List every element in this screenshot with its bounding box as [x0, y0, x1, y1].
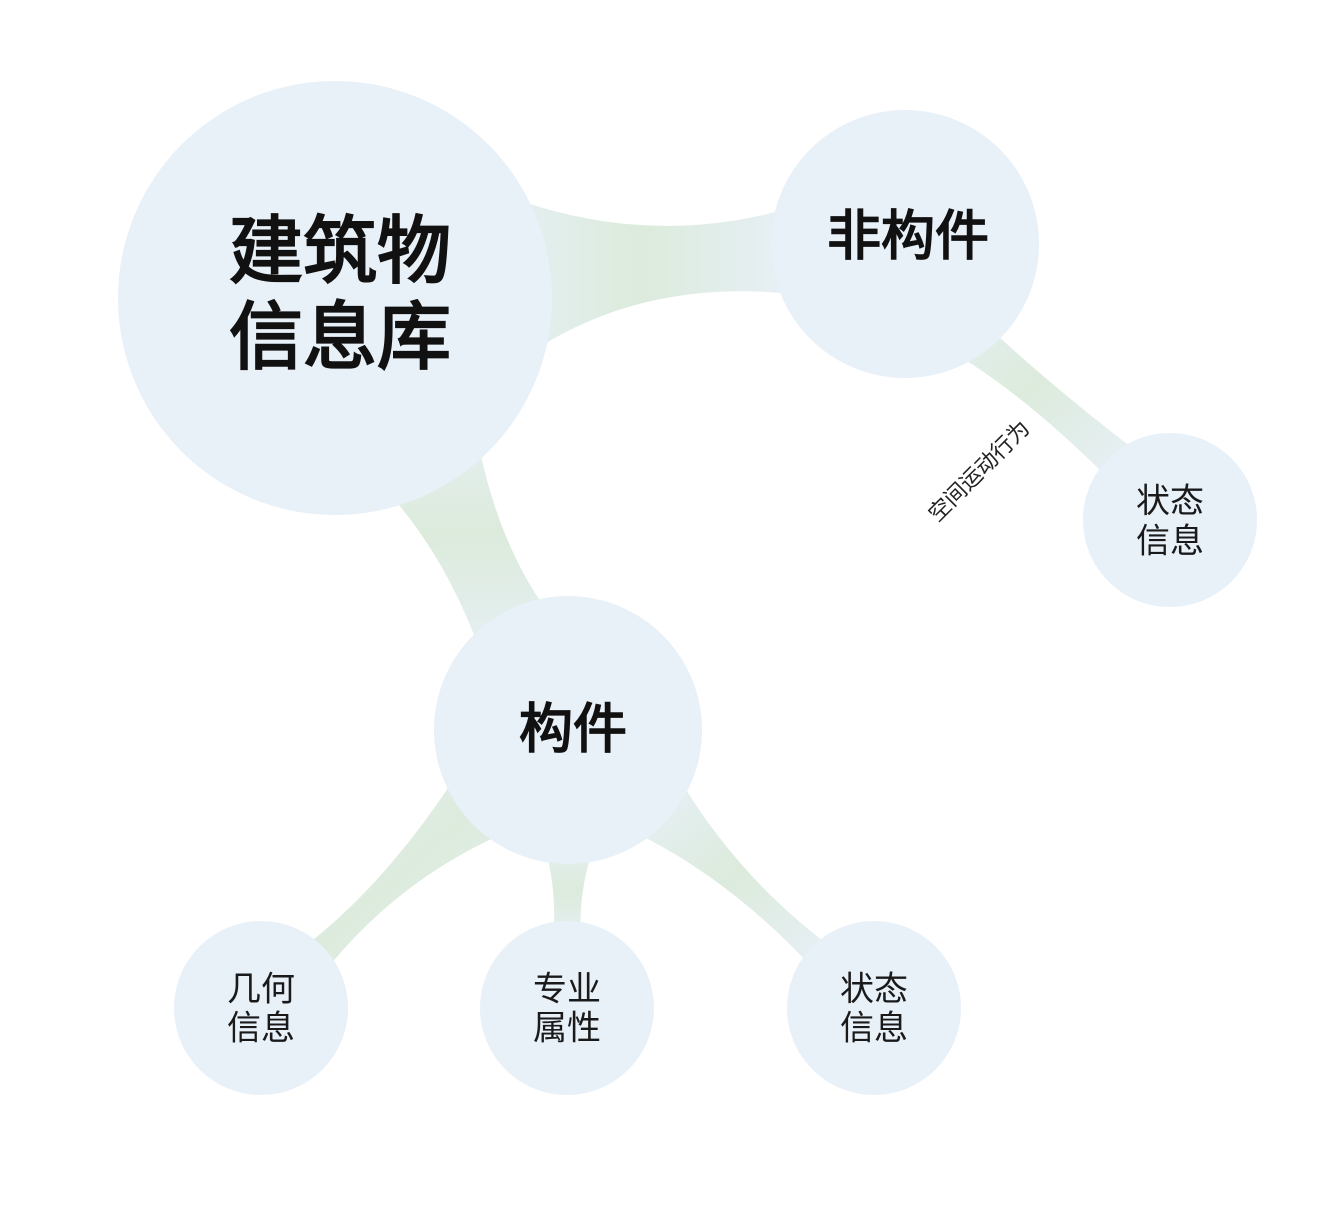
- node-professional-attr-circle: [480, 921, 654, 1095]
- connector-root-to-non-component: [480, 185, 800, 360]
- node-component-label: 构件: [519, 698, 627, 761]
- node-professional-attr[interactable]: 专业 属性: [480, 921, 654, 1095]
- node-root-line-1: 建筑物: [229, 209, 451, 295]
- node-professional-attr-line-1: 专业: [533, 970, 601, 1010]
- connector-component-to-status: [640, 780, 835, 965]
- node-status-info-bottom-line-1: 状态: [840, 970, 908, 1010]
- connector-component-to-geometry: [300, 785, 500, 965]
- node-component-circle: [434, 596, 702, 864]
- node-root-line-2: 信息库: [229, 295, 451, 381]
- node-root-circle: [118, 81, 552, 515]
- node-status-info-top[interactable]: 状态 信息: [1083, 433, 1257, 607]
- node-status-info-top-circle: [1083, 433, 1257, 607]
- node-status-info-top-line-1: 状态: [1136, 482, 1204, 522]
- edge-label-spatial-motion: 空间运动行为: [924, 416, 1035, 527]
- node-geometry-info-line-1: 几何: [227, 970, 295, 1010]
- node-non-component-label: 非构件: [827, 205, 989, 268]
- node-professional-attr-line-2: 属性: [533, 1009, 601, 1049]
- node-geometry-info[interactable]: 几何 信息: [174, 921, 348, 1095]
- node-status-info-top-line-2: 信息: [1136, 522, 1204, 562]
- node-status-info-bottom-line-2: 信息: [840, 1009, 908, 1049]
- node-status-info-bottom-circle: [787, 921, 961, 1095]
- node-geometry-info-line-2: 信息: [227, 1009, 295, 1049]
- node-non-component-circle: [771, 110, 1039, 378]
- node-geometry-info-circle: [174, 921, 348, 1095]
- node-status-info-bottom[interactable]: 状态 信息: [787, 921, 961, 1095]
- node-root[interactable]: 建筑物 信息库: [118, 81, 552, 515]
- node-component[interactable]: 构件: [434, 596, 702, 864]
- node-non-component[interactable]: 非构件: [771, 110, 1039, 378]
